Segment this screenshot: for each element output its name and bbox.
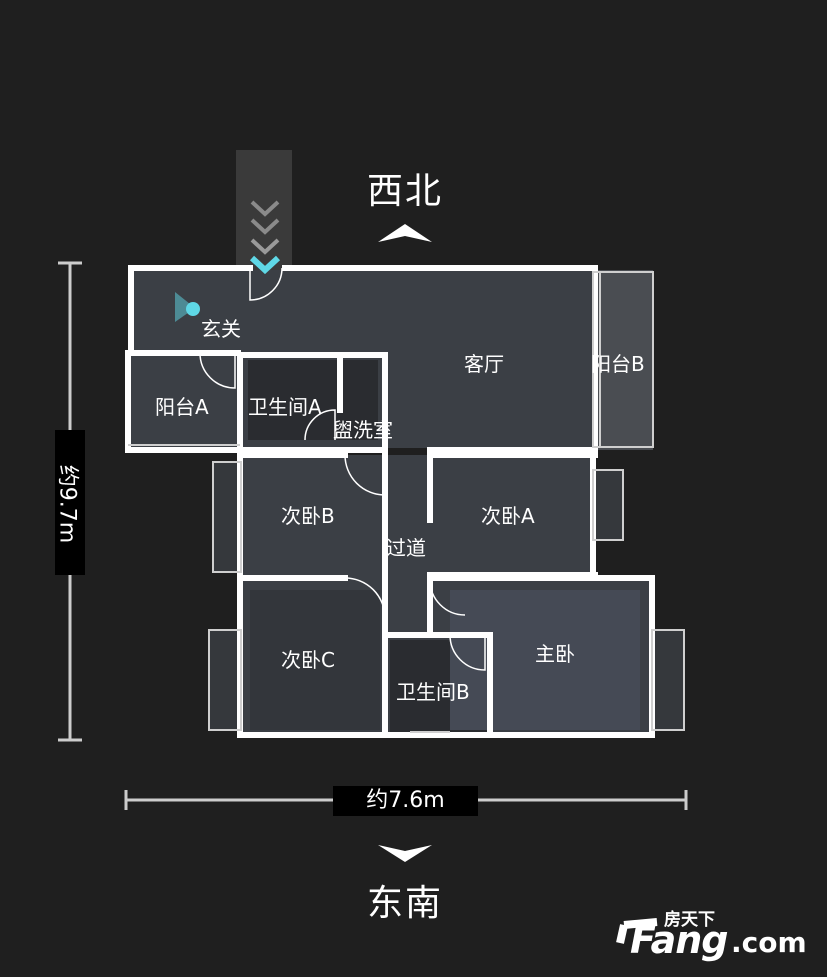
floor-bath-a — [248, 360, 378, 440]
room-bath-a: 卫生间A — [248, 395, 322, 419]
logo-main: Fang — [630, 918, 728, 962]
floor-master-shade — [450, 590, 640, 730]
room-bath-b: 卫生间B — [396, 680, 470, 704]
room-balcony-b: 阳台B — [591, 352, 645, 376]
room-bed-b: 次卧B — [281, 504, 335, 528]
room-bed-c: 次卧C — [281, 648, 335, 672]
floor-bay-a — [593, 470, 623, 540]
logo-suffix: .com — [731, 926, 807, 959]
floor-bay-c — [209, 630, 241, 730]
room-balcony-a: 阳台A — [155, 395, 209, 419]
floor-middle — [240, 455, 592, 575]
room-hallway: 过道 — [386, 536, 426, 560]
height-dimension: 约9.7m — [54, 464, 80, 544]
compass-south: 东南 — [367, 883, 444, 924]
north-arrow — [378, 224, 432, 242]
compass-north: 西北 — [367, 171, 444, 212]
location-marker — [186, 302, 200, 316]
room-washroom: 盥洗室 — [333, 418, 393, 442]
height-dimension-box: 约9.7m — [55, 430, 85, 575]
room-bed-a: 次卧A — [481, 504, 535, 528]
floor-bed-c-shade — [250, 590, 380, 730]
room-master: 主卧 — [535, 642, 575, 666]
floor-bay-master — [652, 630, 684, 730]
south-arrow — [378, 845, 432, 862]
logo-top: 房天下 — [664, 910, 715, 930]
room-entrance: 玄关 — [201, 317, 241, 341]
width-dimension: 约7.6m — [333, 786, 478, 816]
floor-bay-b — [213, 462, 241, 572]
floor-balcony-b — [593, 270, 653, 450]
room-living: 客厅 — [464, 352, 504, 376]
